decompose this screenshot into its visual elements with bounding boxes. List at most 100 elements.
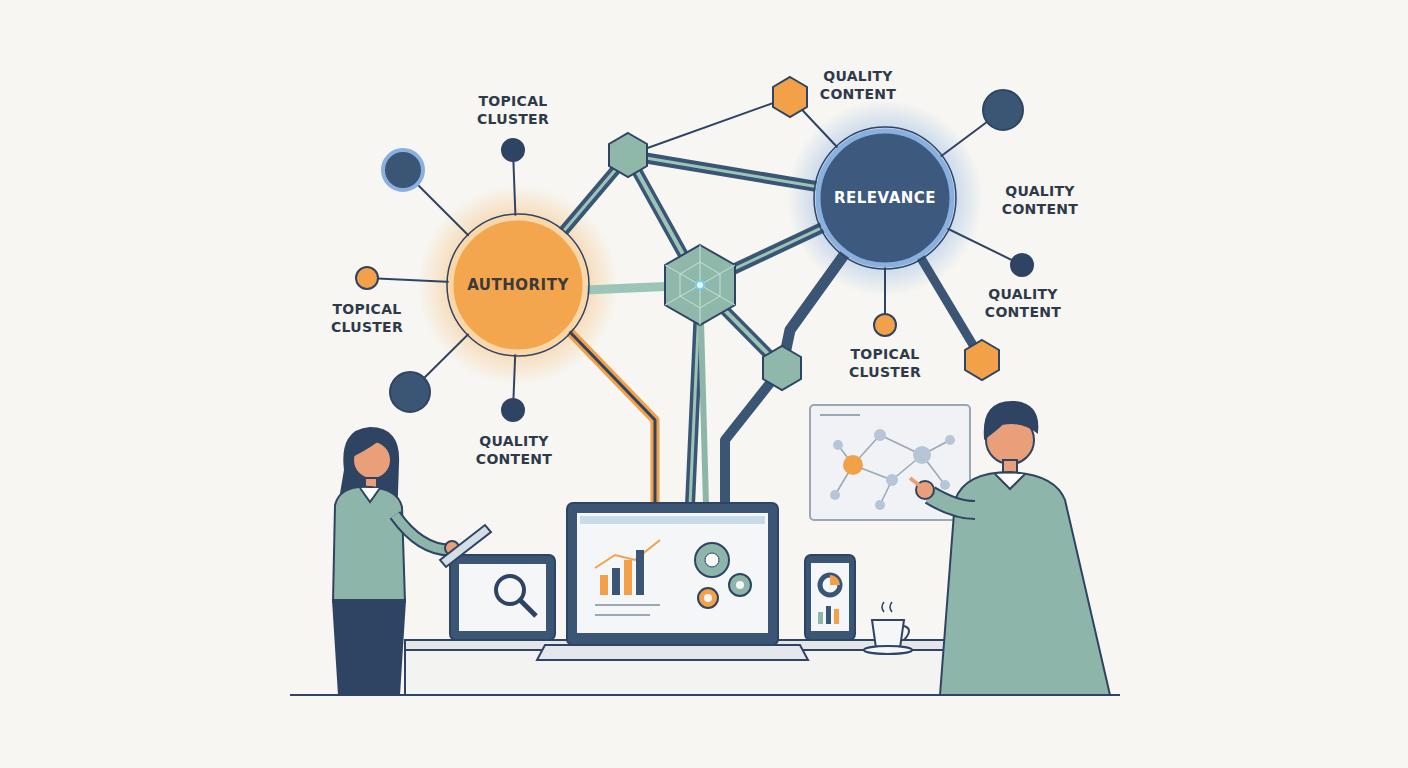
cluster-label: QUALITY CONTENT xyxy=(459,432,569,468)
floating-panel-part xyxy=(843,455,863,475)
desk-scene-part xyxy=(580,516,765,524)
man-figure-part xyxy=(910,478,920,486)
desk-scene-part xyxy=(577,513,768,633)
desk-scene-part xyxy=(595,614,650,616)
connector-path xyxy=(563,155,816,232)
woman-figure-part xyxy=(395,515,450,550)
hexagon-node-part xyxy=(665,245,735,325)
floating-panel-part xyxy=(830,490,840,500)
cluster-label: TOPICAL CLUSTER xyxy=(830,345,940,381)
desk-scene-part xyxy=(820,575,840,595)
satellite-dots-part xyxy=(390,372,430,412)
cluster-label: TOPICAL CLUSTER xyxy=(312,300,422,336)
satellite-dots-part xyxy=(502,399,524,421)
cluster-label: TOPICAL CLUSTER xyxy=(458,92,568,128)
desk-scene-part xyxy=(705,553,719,567)
connector-band xyxy=(563,155,816,232)
man-figure-part xyxy=(930,495,975,510)
desk-scene-part xyxy=(729,574,751,596)
hexagon-node-part xyxy=(965,340,999,380)
node-label: RELEVANCE xyxy=(815,189,955,207)
floating-panel-part xyxy=(940,480,950,490)
desk-scene-part xyxy=(459,564,546,631)
desk-scene-part xyxy=(805,555,855,640)
desk-scene-part xyxy=(612,568,620,595)
desk-scene-part xyxy=(882,602,892,612)
hexagon-node-part-part xyxy=(680,262,720,308)
satellite-dots-part xyxy=(983,90,1023,130)
woman-figure-part xyxy=(395,515,450,550)
woman-figure-part xyxy=(360,488,380,502)
floating-panel-part xyxy=(820,414,860,416)
satellite-dots-part xyxy=(383,150,423,190)
desk-scene-part xyxy=(864,646,912,654)
desk-scene-part xyxy=(450,555,555,640)
circle-border xyxy=(814,127,956,269)
desk-scene-part xyxy=(704,594,712,602)
cluster-label: QUALITY CONTENT xyxy=(803,67,913,103)
desk-scene-part xyxy=(600,575,608,595)
desk-scene-part xyxy=(818,612,823,624)
desk-scene-part xyxy=(736,581,744,589)
network-bands-part xyxy=(568,330,655,505)
hexagon-node-part xyxy=(763,346,801,390)
floating-panel-part xyxy=(833,440,843,450)
desk-scene-part xyxy=(695,543,729,577)
desk-scene-part xyxy=(595,604,660,606)
man-figure-part xyxy=(930,495,975,510)
floating-panel-part xyxy=(913,446,931,464)
hexagon-node xyxy=(609,77,999,390)
network-bands-part xyxy=(725,368,782,505)
woman-figure-part xyxy=(352,434,384,455)
floating-panel-part xyxy=(874,429,886,441)
satellite-dots-part xyxy=(1011,254,1033,276)
floating-panel-part xyxy=(835,435,950,505)
satellite-dots-part xyxy=(356,267,378,289)
satellite-lines-part xyxy=(628,97,790,155)
node-label: AUTHORITY xyxy=(448,276,588,294)
desk-scene-part xyxy=(834,609,839,624)
man-figure-part xyxy=(995,474,1025,489)
relevance-circle: RELEVANCE xyxy=(815,128,955,268)
woman-figure xyxy=(333,428,491,695)
floating-panel-part xyxy=(875,500,885,510)
desk-scene-part xyxy=(872,620,904,648)
desk-scene-part xyxy=(830,575,840,585)
desk-scene-part xyxy=(811,563,849,631)
connector-core xyxy=(563,155,816,232)
cluster-label: QUALITY CONTENT xyxy=(968,285,1078,321)
satellite-dots-part xyxy=(874,314,896,336)
cluster-label: QUALITY CONTENT xyxy=(985,182,1095,218)
desk-scene-part xyxy=(826,606,831,624)
glow-part xyxy=(787,100,983,296)
woman-figure-part xyxy=(333,600,405,695)
desk-scene-part xyxy=(567,503,778,645)
woman-figure-part xyxy=(333,487,405,602)
desk-scene-part xyxy=(904,626,909,640)
network-bands-part xyxy=(568,330,655,505)
hexagon-node-part xyxy=(609,133,647,177)
hexagon-node-part-part xyxy=(665,265,735,305)
satellite-dots xyxy=(356,90,1033,421)
floating-panel-part xyxy=(945,435,955,445)
desk-scene-part xyxy=(520,600,536,616)
floating-panel-part xyxy=(886,474,898,486)
hexagon-node-part xyxy=(665,245,735,325)
hexagon-node-part-part xyxy=(665,265,735,305)
man-figure-part xyxy=(985,402,1038,438)
desk-scene-part xyxy=(636,550,644,595)
hexagon-node-part xyxy=(696,281,704,289)
hexagon-node-part xyxy=(773,77,807,117)
authority-circle: AUTHORITY xyxy=(448,215,588,355)
desk-scene-part xyxy=(405,640,970,695)
man-figure xyxy=(910,402,1110,695)
woman-figure-part xyxy=(440,525,491,567)
satellite-dots-part xyxy=(502,139,524,161)
circle-border xyxy=(447,214,589,356)
desk-scene-part xyxy=(698,588,718,608)
desk-scene-part xyxy=(624,560,632,595)
